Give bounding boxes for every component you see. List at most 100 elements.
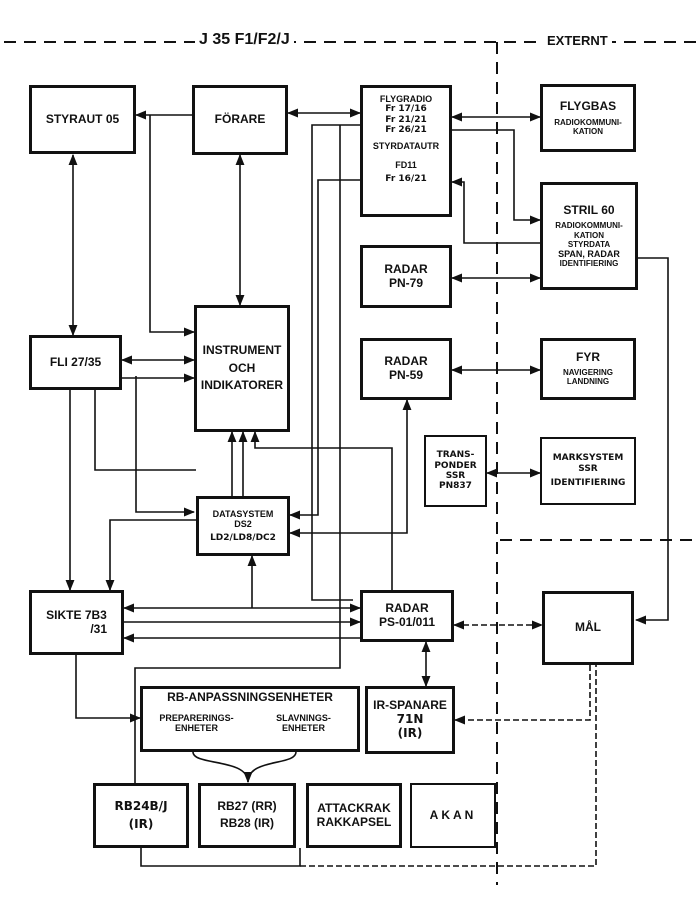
- marksystem-line-3: IDENTIFIERING: [550, 478, 626, 489]
- link-datasystem-sikte: [105, 519, 196, 592]
- forare-label: FÖRARE: [214, 112, 266, 127]
- attackrak-box: ATTACKRAK RAKKAPSEL: [306, 783, 402, 848]
- flygbas-title: FLYGBAS: [559, 98, 617, 113]
- flygradio-fr-17: Fr 17/16: [385, 104, 427, 115]
- flygradio-fr-21: Fr 21/21: [385, 114, 427, 125]
- instrument-line-1: INSTRUMENT: [202, 342, 282, 357]
- transponder-line-3: SSR: [445, 471, 466, 481]
- fyr-line-1: NAVIGERING: [562, 368, 614, 378]
- datasystem-title: DATASYSTEM: [212, 508, 274, 519]
- rb27-box: RB27 (RR) RB28 (IR): [198, 783, 296, 848]
- transponder-line-1: TRANS-: [436, 450, 475, 461]
- forare-box: FÖRARE: [192, 85, 288, 155]
- radar-ps-box: RADAR PS-01/011: [360, 590, 454, 642]
- link-styrdata-datasystem: [288, 179, 360, 520]
- link-forare-instrument-side: [149, 115, 196, 337]
- sikte-sub: /31: [90, 621, 107, 636]
- link-flygradio-rb: [134, 125, 341, 783]
- radar-pn79-box: RADAR PN-79: [360, 245, 452, 308]
- flygradio-title: FLYGRADIO: [379, 94, 433, 104]
- mal-box: MÅL: [542, 591, 634, 665]
- stril-line-3: STYRDATA: [567, 239, 611, 249]
- slav-section: SLAVNINGS- ENHETER: [250, 713, 357, 734]
- flygbas-line-1: RADIOKOMMUNI-: [554, 117, 622, 127]
- transponder-line-2: PONDER: [434, 460, 477, 471]
- instrument-line-3: INDIKATORER: [200, 378, 284, 393]
- stril-line-2: KATION: [573, 230, 605, 240]
- prep-section: PREPARERINGS- ENHETER: [143, 713, 250, 734]
- fyr-line-2: LANDNING: [566, 377, 610, 387]
- instrument-box: INSTRUMENT OCH INDIKATORER: [194, 305, 290, 432]
- attackrak-line-1: ATTACKRAK: [317, 800, 391, 815]
- fyr-box: FYR NAVIGERING LANDNING: [540, 338, 636, 400]
- rb28-line: RB28 (IR): [219, 816, 274, 830]
- link-fli-radarps: [94, 390, 196, 471]
- ir-spanare-title: IR-SPANARE: [373, 698, 447, 713]
- stril-title: STRIL 60: [563, 202, 615, 217]
- akan-label: AKAN: [429, 807, 477, 822]
- slav-line-1: SLAVNINGS-: [276, 712, 331, 723]
- stril-box: STRIL 60 RADIOKOMMUNI- KATION STYRDATA S…: [540, 182, 638, 290]
- transponder-box: TRANS- PONDER SSR PN837: [424, 435, 487, 507]
- link-rbanp-rb27: [192, 751, 253, 784]
- rb27-line: RB27 (RR): [217, 799, 277, 814]
- styrdata-fd11: FD11: [395, 159, 417, 170]
- styraut-label: STYRAUT 05: [45, 111, 120, 126]
- external-zone-label: EXTERNT: [543, 33, 612, 48]
- flygradio-fr-26: Fr 26/21: [385, 125, 427, 136]
- radar-pn79-title: RADAR: [384, 261, 428, 276]
- ir-spanare-model: 71N: [396, 712, 424, 727]
- flygradio-box: FLYGRADIO Fr 17/16 Fr 21/21 Fr 26/21 STY…: [360, 85, 452, 217]
- datasystem-box: DATASYSTEM DS2 LD2/LD8/DC2: [196, 496, 290, 556]
- rb24-box: RB24B/J (IR): [93, 783, 189, 848]
- fyr-title: FYR: [576, 350, 600, 365]
- link-flygradio-instrument: [311, 124, 360, 601]
- attackrak-line-2: RAKKAPSEL: [316, 814, 392, 829]
- ir-spanare-type: (IR): [397, 725, 423, 740]
- fli-box: FLI 27/35: [29, 335, 122, 390]
- mal-label: MÅL: [575, 620, 601, 635]
- stril-line-1: RADIOKOMMUNI-: [555, 221, 623, 231]
- marksystem-box: MARKSYSTEM SSR IDENTIFIERING: [540, 437, 636, 505]
- radar-pn79-model: PN-79: [388, 275, 423, 290]
- rb24-title: RB24B/J: [114, 798, 168, 813]
- flygbas-line-2: KATION: [572, 126, 604, 136]
- radar-ps-title: RADAR: [385, 601, 429, 616]
- styrdata-title: STYRDATAUTR: [372, 141, 440, 152]
- link-rbanp-rb27-2: [247, 751, 297, 783]
- rb24-type: (IR): [128, 816, 154, 831]
- prep-line-2: ENHETER: [174, 723, 218, 734]
- link-rb24-bus: [140, 848, 301, 867]
- slav-line-2: ENHETER: [281, 723, 325, 734]
- styraut-box: STYRAUT 05: [29, 85, 136, 154]
- instrument-line-2: OCH: [228, 360, 256, 375]
- ir-spanare-box: IR-SPANARE 71N (IR): [365, 686, 455, 754]
- link-fli-datasystem: [135, 376, 196, 517]
- flygbas-box: FLYGBAS RADIOKOMMUNI- KATION: [540, 84, 636, 152]
- link-datasystem-radar59: [288, 398, 412, 538]
- akan-box: AKAN: [410, 783, 496, 848]
- rb-anpassning-box: RB-ANPASSNINGSENHETER PREPARERINGS- ENHE…: [140, 686, 360, 752]
- radar-pn59-model: PN-59: [388, 368, 423, 382]
- datasystem-model: DS2: [234, 519, 252, 530]
- styrdata-fr-16: Fr 16/21: [385, 174, 427, 185]
- stril-line-4: SPAN, RADAR: [558, 248, 620, 259]
- radar-pn59-title: RADAR: [384, 354, 428, 369]
- marksystem-line-1: MARKSYSTEM: [552, 453, 624, 464]
- link-mal-irspanare: [453, 665, 591, 725]
- sikte-label: SIKTE 7B3: [46, 607, 107, 622]
- link-flygradio-stril: [452, 129, 542, 225]
- datasystem-variants: LD2/LD8/DC2: [210, 532, 276, 543]
- link-sikte-rbanp: [75, 655, 142, 723]
- transponder-line-4: PN837: [439, 481, 472, 492]
- radar-ps-model: PS-01/011: [378, 615, 436, 629]
- stril-line-5: IDENTIFIERING: [559, 259, 619, 269]
- marksystem-line-2: SSR: [578, 463, 598, 474]
- prep-line-1: PREPARERINGS-: [159, 712, 234, 723]
- rb-anpassning-title: RB-ANPASSNINGSENHETER: [167, 690, 333, 704]
- radar-pn59-box: RADAR PN-59: [360, 338, 452, 400]
- sikte-box: SIKTE 7B3 /31: [29, 590, 124, 655]
- fli-label: FLI 27/35: [49, 354, 102, 369]
- link-stril-mal: [634, 257, 669, 625]
